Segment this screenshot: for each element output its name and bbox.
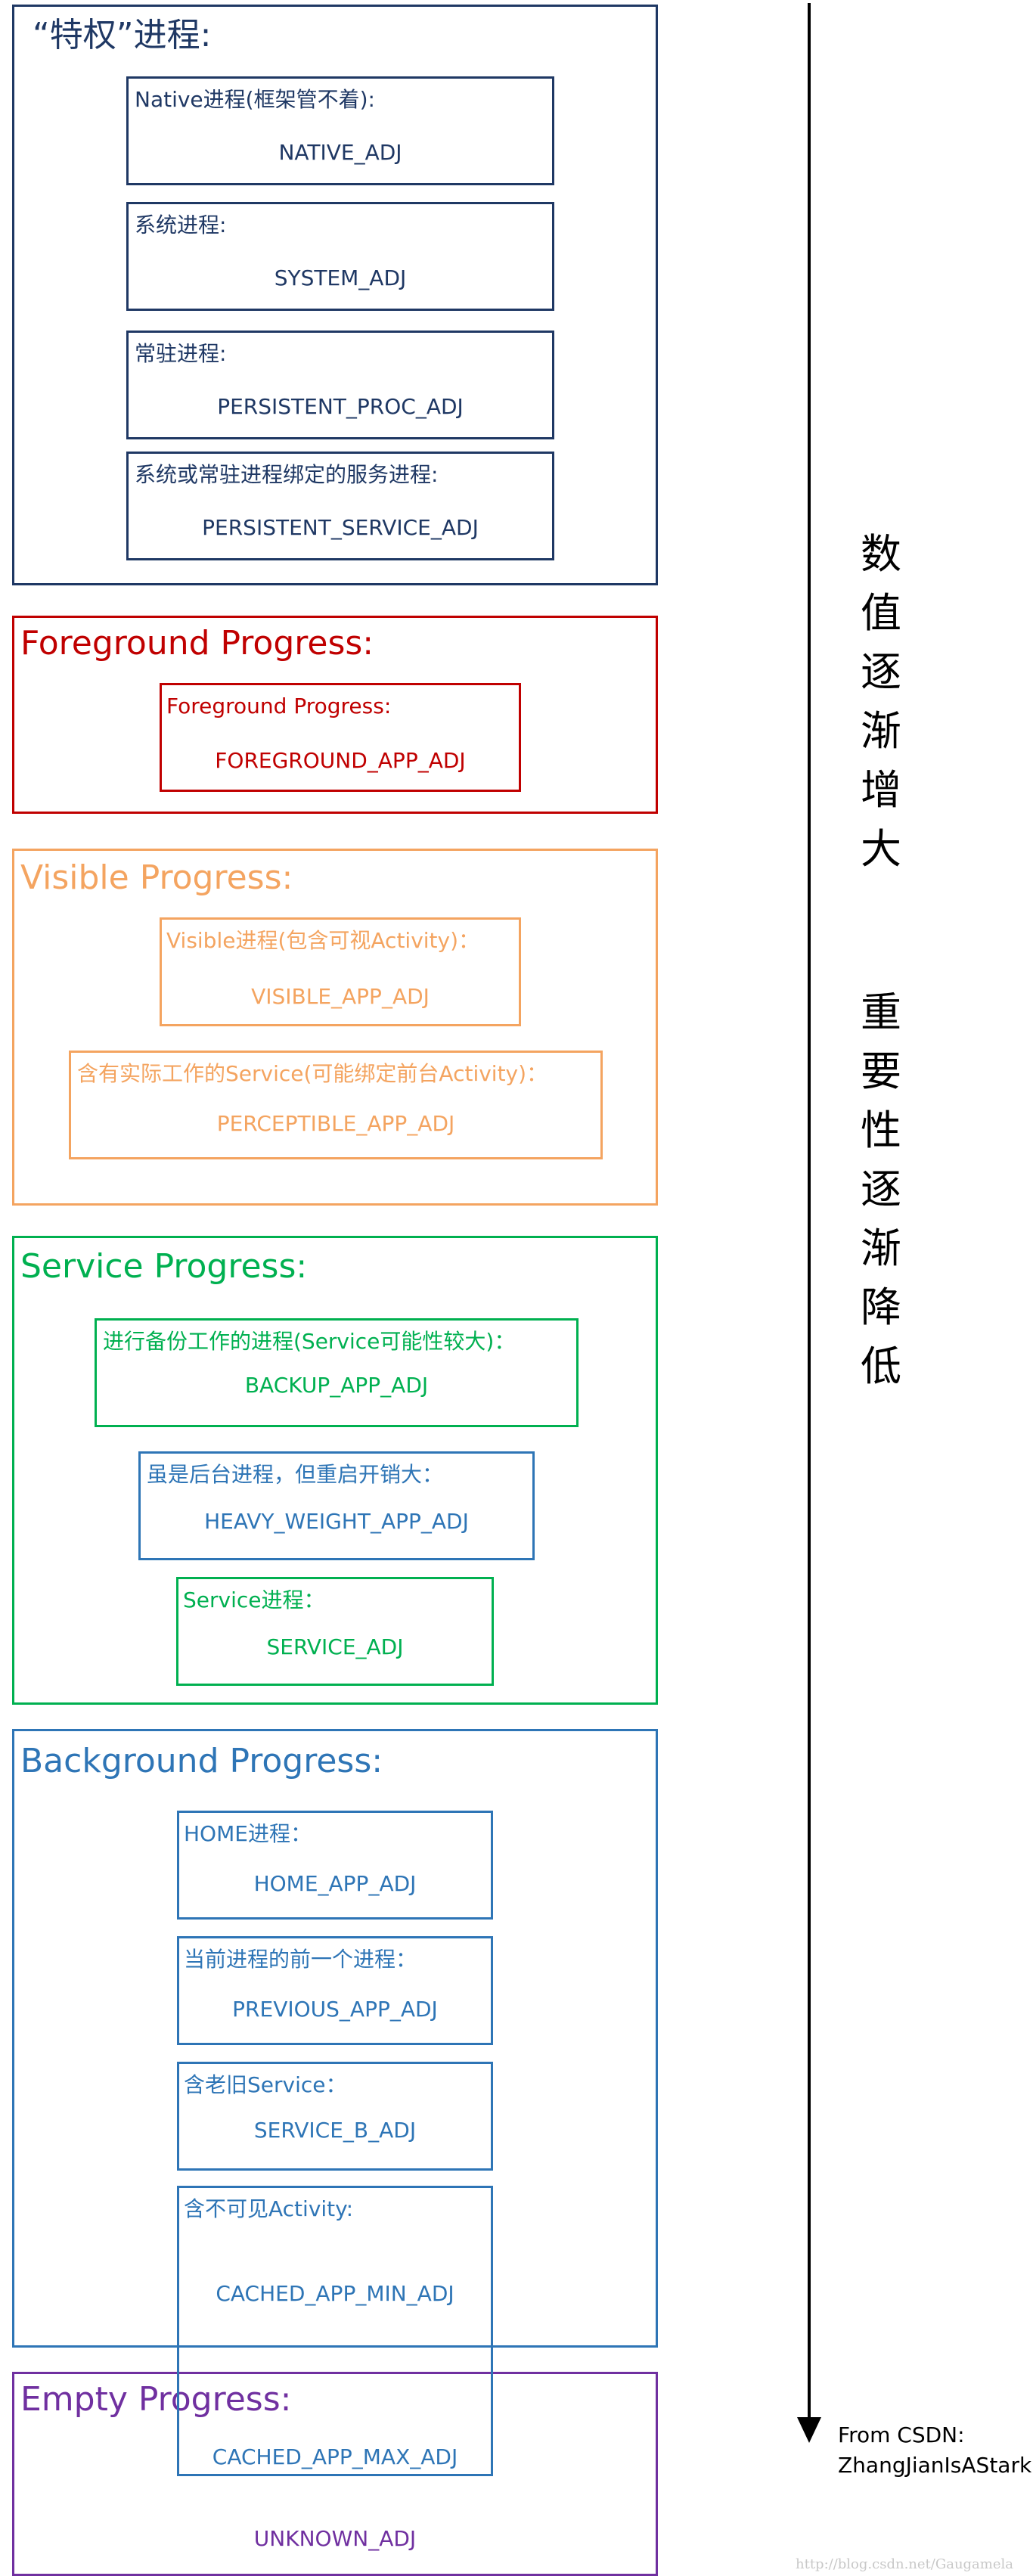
adj-constant: CACHED_APP_MIN_ADJ: [216, 2281, 454, 2306]
adj-constant: NATIVE_ADJ: [278, 140, 402, 165]
box-label: 含有实际工作的Service(可能绑定前台Activity)：: [77, 1061, 548, 1086]
persistent-service-adj-box: 系统或常驻进程绑定的服务进程: PERSISTENT_SERVICE_ADJ: [126, 452, 554, 560]
box-label: 当前进程的前一个进程：: [184, 1947, 417, 1972]
credit-line1: From CSDN:: [838, 2422, 965, 2447]
group-title: Visible Progress:: [20, 858, 293, 897]
box-label: 常驻进程:: [135, 341, 227, 366]
unknown-adj-constant: UNKNOWN_ADJ: [253, 2526, 417, 2551]
cached-app-max-adj-constant: CACHED_APP_MAX_ADJ: [212, 2444, 458, 2469]
system-adj-box: 系统进程: SYSTEM_ADJ: [126, 202, 554, 311]
credit: From CSDN: ZhangJianIsAStark: [838, 2420, 1031, 2481]
group-title: Background Progress:: [20, 1742, 383, 1780]
increase-char: 值: [861, 589, 901, 637]
importance-char: 逐: [861, 1165, 901, 1213]
empty-group: Empty Progress: UNKNOWN_ADJ: [12, 2372, 658, 2576]
perceptible-app-adj-box: 含有实际工作的Service(可能绑定前台Activity)： PERCEPTI…: [69, 1051, 603, 1159]
heavy-weight-app-adj-box: 虽是后台进程，但重启开销大： HEAVY_WEIGHT_APP_ADJ: [138, 1451, 535, 1560]
importance-char: 重: [861, 989, 901, 1036]
group-title: “特权”进程:: [33, 16, 212, 54]
group-title: Empty Progress:: [20, 2380, 292, 2419]
adj-constant: PREVIOUS_APP_ADJ: [232, 1997, 438, 2022]
box-label: Service进程：: [183, 1587, 325, 1612]
increase-char: 逐: [861, 648, 901, 696]
importance-char: 渐: [861, 1224, 901, 1272]
adj-constant: VISIBLE_APP_ADJ: [251, 984, 430, 1009]
previous-app-adj-box: 当前进程的前一个进程： PREVIOUS_APP_ADJ: [177, 1936, 493, 2045]
box-label: 进行备份工作的进程(Service可能性较大)：: [103, 1329, 516, 1354]
service-adj-box: Service进程： SERVICE_ADJ: [176, 1577, 494, 1686]
service-group: Service Progress: 进行备份工作的进程(Service可能性较大…: [12, 1236, 658, 1705]
credit-line2: ZhangJianIsAStark: [838, 2453, 1032, 2478]
adj-constant: FOREGROUND_APP_ADJ: [215, 748, 466, 773]
box-label: 虽是后台进程，但重启开销大：: [147, 1462, 444, 1487]
adj-constant: PERSISTENT_PROC_ADJ: [217, 394, 464, 419]
box-label: Native进程(框架管不着):: [135, 87, 375, 112]
watermark: http://blog.csdn.net/Gaugamela: [796, 2556, 1013, 2572]
arrow-line: [808, 3, 811, 2423]
box-label: 含老旧Service：: [184, 2072, 347, 2097]
backup-app-adj-box: 进行备份工作的进程(Service可能性较大)： BACKUP_APP_ADJ: [95, 1318, 579, 1427]
importance-char: 性: [861, 1106, 901, 1154]
adj-constant: PERSISTENT_SERVICE_ADJ: [202, 515, 479, 540]
importance-char: 降: [861, 1283, 901, 1331]
visible-app-adj-box: Visible进程(包含可视Activity)： VISIBLE_APP_ADJ: [160, 917, 521, 1026]
native-adj-box: Native进程(框架管不着): NATIVE_ADJ: [126, 76, 554, 185]
box-label: Foreground Progress:: [166, 694, 392, 718]
service-b-adj-box: 含老旧Service： SERVICE_B_ADJ: [177, 2062, 493, 2171]
visible-group: Visible Progress: Visible进程(包含可视Activity…: [12, 849, 658, 1206]
box-label: 含不可见Activity:: [184, 2196, 354, 2221]
foreground-app-adj-box: Foreground Progress: FOREGROUND_APP_ADJ: [160, 683, 521, 792]
group-title: Service Progress:: [20, 1247, 308, 1286]
adj-constant: PERCEPTIBLE_APP_ADJ: [216, 1111, 455, 1136]
increase-char: 渐: [861, 707, 901, 755]
arrow-head-icon: [797, 2417, 821, 2443]
privileged-group: “特权”进程: Native进程(框架管不着): NATIVE_ADJ 系统进程…: [12, 5, 658, 585]
adj-constant: SERVICE_ADJ: [266, 1634, 404, 1659]
box-label: 系统进程:: [135, 213, 227, 237]
adj-constant: BACKUP_APP_ADJ: [244, 1373, 429, 1398]
adj-constant: HOME_APP_ADJ: [253, 1871, 417, 1896]
adj-constant: SYSTEM_ADJ: [274, 265, 407, 290]
cached-app-adj-box: 含不可见Activity: CACHED_APP_MIN_ADJ CACHED_…: [177, 2186, 493, 2476]
persistent-proc-adj-box: 常驻进程: PERSISTENT_PROC_ADJ: [126, 331, 554, 439]
increase-char: 增: [861, 766, 901, 814]
adj-constant: SERVICE_B_ADJ: [253, 2118, 417, 2143]
adj-constant: HEAVY_WEIGHT_APP_ADJ: [204, 1509, 469, 1534]
home-app-adj-box: HOME进程： HOME_APP_ADJ: [177, 1811, 493, 1920]
increase-char: 大: [861, 825, 901, 873]
background-group: Background Progress:: [12, 1729, 658, 2348]
box-label: HOME进程：: [184, 1821, 312, 1846]
box-label: 系统或常驻进程绑定的服务进程:: [135, 462, 439, 487]
importance-char: 低: [861, 1342, 901, 1390]
group-title: Foreground Progress:: [20, 624, 374, 663]
foreground-group: Foreground Progress: Foreground Progress…: [12, 616, 658, 814]
importance-char: 要: [861, 1047, 901, 1095]
box-label: Visible进程(包含可视Activity)：: [166, 928, 480, 953]
increase-char: 数: [861, 530, 901, 578]
